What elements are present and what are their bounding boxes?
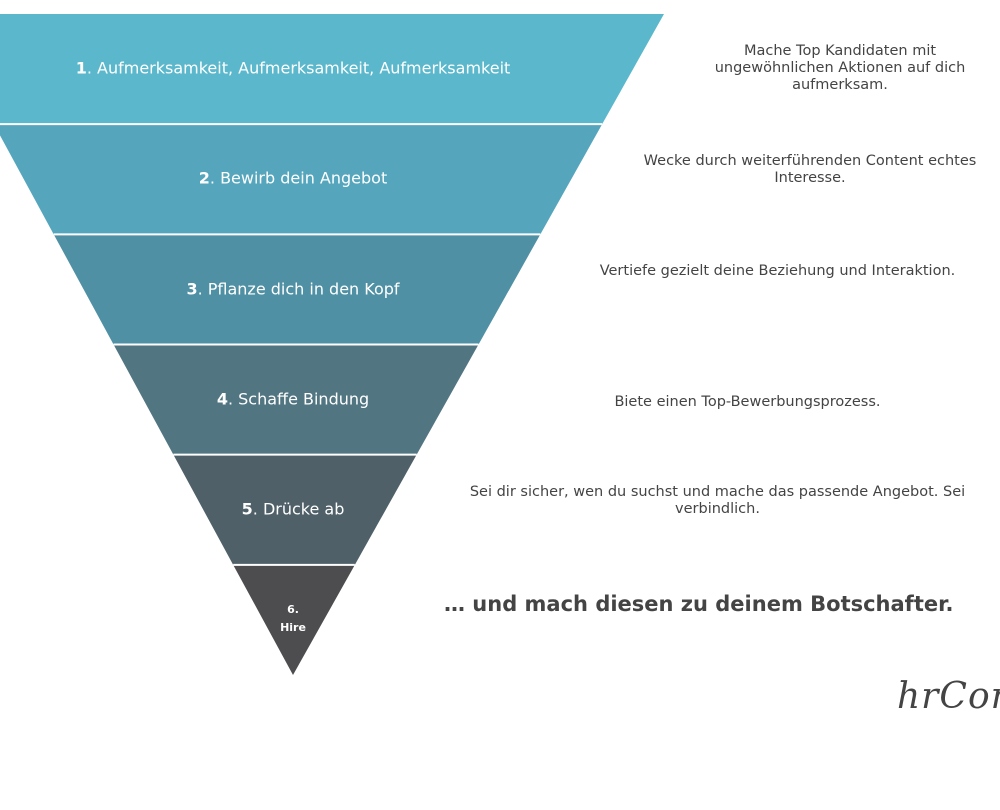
stage-5-label: 5. Drücke ab xyxy=(241,499,345,519)
stage-2-text: Bewirb dein Angebot xyxy=(220,168,388,188)
stage-1-label: 1. Aufmerksamkeit, Aufmerksamkeit, Aufme… xyxy=(75,58,511,78)
stage-2-label: 2. Bewirb dein Angebot xyxy=(198,168,388,188)
stage-1-text: Aufmerksamkeit, Aufmerksamkeit, Aufmerks… xyxy=(97,58,511,78)
funnel-band-3 xyxy=(53,234,541,345)
stage-6-text: Hire xyxy=(280,621,306,634)
funnel-band-5 xyxy=(173,454,417,565)
stage-2-description: Wecke durch weiterführenden Content echt… xyxy=(643,153,977,186)
stage-5-description: Sei dir sicher, wen du suchst und mache … xyxy=(469,484,966,517)
funnel-band-1 xyxy=(0,14,664,125)
funnel-band-4 xyxy=(113,344,479,455)
stage-4-text: Schaffe Bindung xyxy=(238,389,370,409)
stage-6-number: 6. xyxy=(287,603,299,616)
stage-6-label: 6. Hire xyxy=(280,601,306,637)
funnel-band-2 xyxy=(0,124,603,235)
funnel-band-6 xyxy=(233,564,355,675)
stage-3-text: Pflanze dich in den Kopf xyxy=(207,279,400,299)
stage-4-label: 4. Schaffe Bindung xyxy=(216,389,370,409)
stage-4-number: 4 xyxy=(216,389,228,409)
stage-3-description: Vertiefe gezielt deine Beziehung und Int… xyxy=(599,263,956,279)
tagline: … und mach diesen zu deinem Botschafter. xyxy=(444,592,954,616)
stage-1-description: Mache Top Kandidaten mit ungewöhnlichen … xyxy=(714,43,966,93)
brand-logo: hrCon xyxy=(897,676,1000,717)
stage-5-number: 5 xyxy=(241,499,253,519)
stage-3-number: 3 xyxy=(186,279,198,299)
stage-3-label: 3. Pflanze dich in den Kopf xyxy=(186,279,400,299)
stage-5-text: Drücke ab xyxy=(262,499,345,519)
stage-2-number: 2 xyxy=(198,168,210,188)
stage-1-number: 1 xyxy=(75,58,87,78)
stage-4-description: Biete einen Top-Bewerbungsprozess. xyxy=(614,394,881,410)
